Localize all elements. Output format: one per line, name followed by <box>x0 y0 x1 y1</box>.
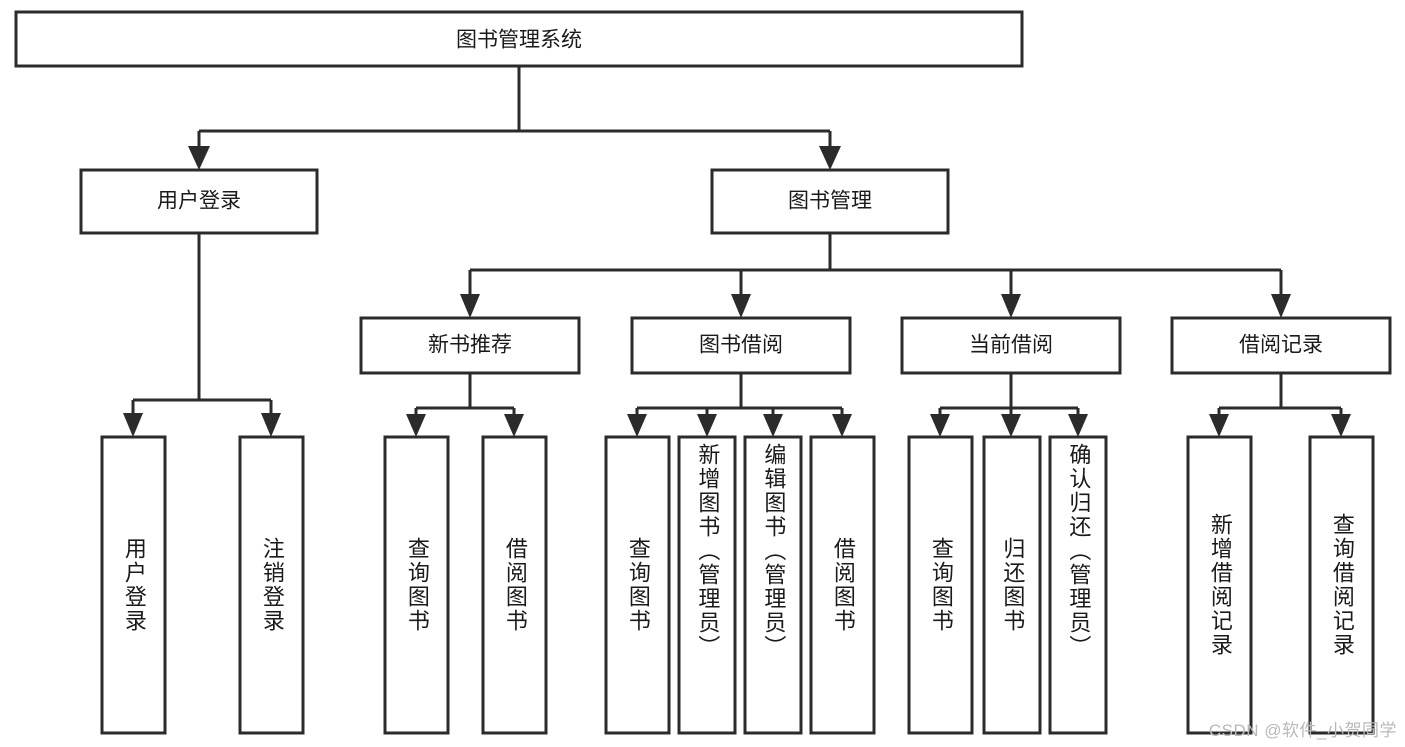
arrow-head-leaf-query-book-2 <box>627 414 647 437</box>
leaf-box-logout[interactable] <box>238 435 305 735</box>
node-new-book-rec-label: 新书推荐 <box>428 334 512 357</box>
node-book-borrow-label: 图书借阅 <box>699 334 783 357</box>
node-book-manage-label: 图书管理 <box>788 190 872 213</box>
arrow-head-leaf-add-record <box>1209 414 1229 437</box>
leaf-box-query-record[interactable] <box>1308 435 1375 735</box>
node-user-login-label: 用户登录 <box>157 190 241 213</box>
arrow-head-book-borrow <box>731 294 751 318</box>
leaf-box-return-book[interactable] <box>982 435 1042 735</box>
node-layer: 图书管理系统 用户登录 图书管理 新书推荐 图书借阅 当前借阅 借阅记录 <box>14 10 1392 735</box>
node-new-book-rec-box[interactable] <box>359 316 581 375</box>
node-borrow-record-box[interactable] <box>1170 316 1392 375</box>
node-current-borrow-box[interactable] <box>900 316 1122 375</box>
arrow-head-leaf-logout <box>261 413 281 437</box>
arrow-head-leaf-query-book-3 <box>930 414 950 437</box>
arrow-head-leaf-borrow-book-2 <box>832 414 852 437</box>
leaf-box-borrow-book-1[interactable] <box>481 435 548 735</box>
leaf-box-edit-book[interactable] <box>743 435 803 735</box>
node-book-manage-box[interactable] <box>710 168 950 235</box>
leaf-box-user-login[interactable] <box>100 435 167 735</box>
arrow-head-book-manage <box>819 146 841 170</box>
leaf-box-query-book-2[interactable] <box>604 435 671 735</box>
node-book-borrow-box[interactable] <box>630 316 852 375</box>
arrow-head-current-borrow <box>1001 294 1021 318</box>
arrow-head-leaf-query-book-1 <box>406 414 426 437</box>
node-user-login-box[interactable] <box>79 168 319 235</box>
arrow-head-new-book-rec <box>460 294 480 318</box>
leaf-box-query-book-3[interactable] <box>907 435 974 735</box>
connector-layer <box>123 66 1351 437</box>
arrow-head-leaf-edit-book <box>763 414 783 437</box>
arrow-head-leaf-user-login <box>123 413 143 437</box>
arrow-head-leaf-borrow-book-1 <box>504 414 524 437</box>
leaf-box-borrow-book-2[interactable] <box>809 435 876 735</box>
leaf-box-query-book-1[interactable] <box>383 435 450 735</box>
node-root-box[interactable] <box>14 10 1024 68</box>
node-root-label: 图书管理系统 <box>456 29 582 52</box>
node-borrow-record-label: 借阅记录 <box>1239 334 1323 357</box>
leaf-box-confirm-return[interactable] <box>1048 435 1108 735</box>
node-current-borrow-label: 当前借阅 <box>969 334 1053 357</box>
arrow-head-leaf-return-book <box>1001 414 1021 437</box>
arrow-head-leaf-add-book <box>697 414 717 437</box>
arrow-head-leaf-query-record <box>1331 414 1351 437</box>
leaf-box-add-record[interactable] <box>1186 435 1253 735</box>
leaf-box-add-book[interactable] <box>677 435 737 735</box>
arrow-head-borrow-record <box>1271 294 1291 318</box>
arrow-head-user-login <box>188 146 210 170</box>
arrow-head-leaf-confirm-return <box>1068 414 1088 437</box>
